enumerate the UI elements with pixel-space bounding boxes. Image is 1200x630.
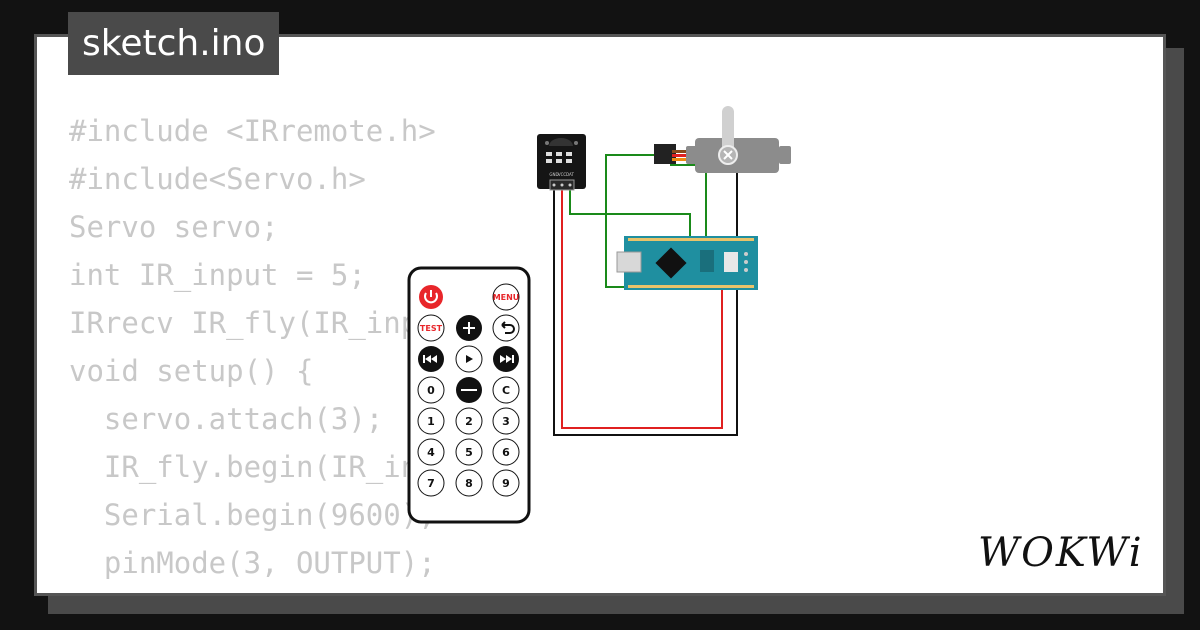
key-3[interactable]: 3 [492, 407, 520, 435]
key-c[interactable]: C [492, 376, 520, 404]
power-icon [424, 290, 438, 304]
code-line: #include<Servo.h> [69, 162, 366, 196]
power-button[interactable] [419, 285, 443, 309]
svg-text:4: 4 [427, 446, 435, 459]
svg-text:C: C [502, 384, 510, 397]
key-8[interactable]: 8 [455, 469, 483, 497]
key-4[interactable]: 4 [417, 438, 445, 466]
file-tab[interactable]: sketch.ino [68, 12, 280, 75]
arduino-nano[interactable] [616, 236, 758, 290]
svg-text:9: 9 [502, 477, 510, 490]
ir-pin-label: VCC [558, 172, 567, 177]
rewind-button[interactable] [418, 346, 444, 372]
key-6[interactable]: 6 [492, 438, 520, 466]
key-5[interactable]: 5 [455, 438, 483, 466]
code-line: Serial.begin(9600); [69, 498, 436, 532]
menu-button[interactable]: MENU [492, 283, 520, 311]
minus-button[interactable] [456, 377, 482, 403]
test-button[interactable]: TEST [417, 314, 445, 342]
plus-button[interactable] [456, 315, 482, 341]
green-wire-signal [569, 190, 691, 240]
back-button[interactable] [492, 314, 520, 342]
fast-forward-icon [500, 355, 512, 363]
code-line: void setup() { [69, 354, 314, 388]
ir-pin-label: DAT [566, 172, 574, 177]
svg-text:3: 3 [502, 415, 510, 428]
red-wire [561, 190, 723, 429]
svg-text:0: 0 [427, 384, 435, 397]
svg-text:MENU: MENU [493, 293, 520, 302]
play-button[interactable] [455, 345, 483, 373]
play-icon [466, 355, 473, 363]
svg-text:8: 8 [465, 477, 473, 490]
wires [553, 147, 738, 436]
key-9[interactable]: 9 [492, 469, 520, 497]
code-line: Servo servo; [69, 210, 279, 244]
wokwi-logo: WOKWi [978, 530, 1144, 574]
servo-motor[interactable] [654, 106, 791, 173]
green-wire-servo [605, 154, 655, 288]
fast-forward-button[interactable] [493, 346, 519, 372]
code-line: servo.attach(3); [69, 402, 384, 436]
ir-remote[interactable]: MENU TEST 0 [407, 266, 531, 524]
black-wire [553, 147, 738, 436]
svg-text:6: 6 [502, 446, 510, 459]
key-2[interactable]: 2 [455, 407, 483, 435]
svg-text:7: 7 [427, 477, 435, 490]
rewind-icon [425, 355, 437, 363]
key-0[interactable]: 0 [417, 376, 445, 404]
code-line: #include <IRremote.h> [69, 114, 436, 148]
code-line: pinMode(3, OUTPUT); [69, 546, 436, 580]
back-arrow-icon [501, 321, 515, 334]
svg-text:TEST: TEST [420, 324, 443, 333]
ir-pin-label: GND [549, 172, 558, 177]
plus-icon [463, 322, 475, 334]
svg-text:1: 1 [427, 415, 435, 428]
key-1[interactable]: 1 [417, 407, 445, 435]
code-line: int IR_input = 5; [69, 258, 366, 292]
ir-receiver[interactable]: GND VCC DAT [537, 134, 586, 191]
green-wire-servo-b [670, 164, 707, 240]
key-7[interactable]: 7 [417, 469, 445, 497]
svg-text:5: 5 [465, 446, 473, 459]
svg-text:WOKWi: WOKWi [978, 530, 1144, 574]
svg-text:2: 2 [465, 415, 473, 428]
